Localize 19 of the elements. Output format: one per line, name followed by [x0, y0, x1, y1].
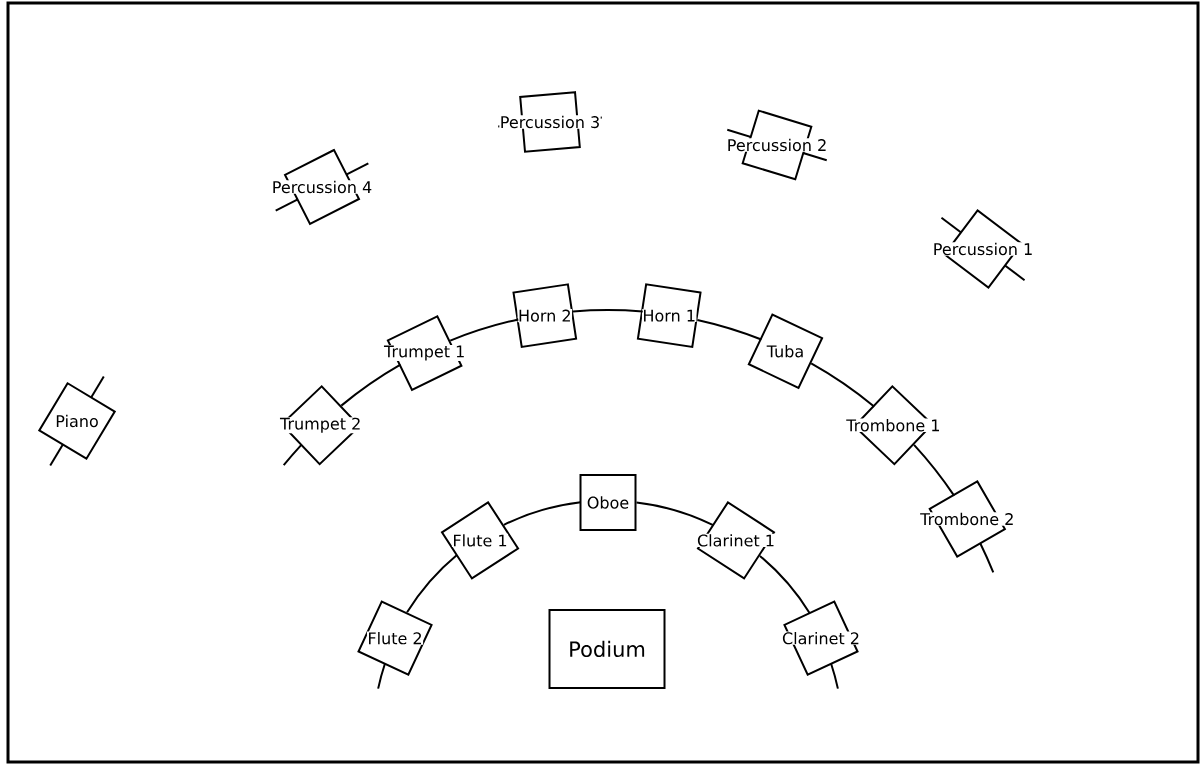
chair-box: Oboe	[579, 474, 637, 531]
chair-box: Flute 2	[357, 600, 433, 677]
row-arc	[406, 554, 458, 614]
row-arc	[635, 501, 715, 527]
row-arc	[449, 318, 520, 342]
row-arc	[572, 308, 644, 313]
row-arc	[913, 443, 956, 497]
row-arc	[502, 501, 582, 526]
chair-box: Clarinet 1	[696, 500, 776, 580]
row-arc	[696, 318, 763, 341]
row-arc	[340, 363, 402, 407]
chair-box: Trombone 1	[845, 384, 941, 466]
row-arc	[758, 554, 811, 615]
chair-box: Percussion 2	[726, 109, 828, 181]
podium-box: Podium	[548, 609, 666, 689]
row-arc	[810, 362, 876, 408]
chair-box: Percussion 1	[932, 209, 1034, 289]
chair-box: Horn 2	[512, 283, 578, 349]
chair-box: Trombone 2	[919, 480, 1015, 558]
